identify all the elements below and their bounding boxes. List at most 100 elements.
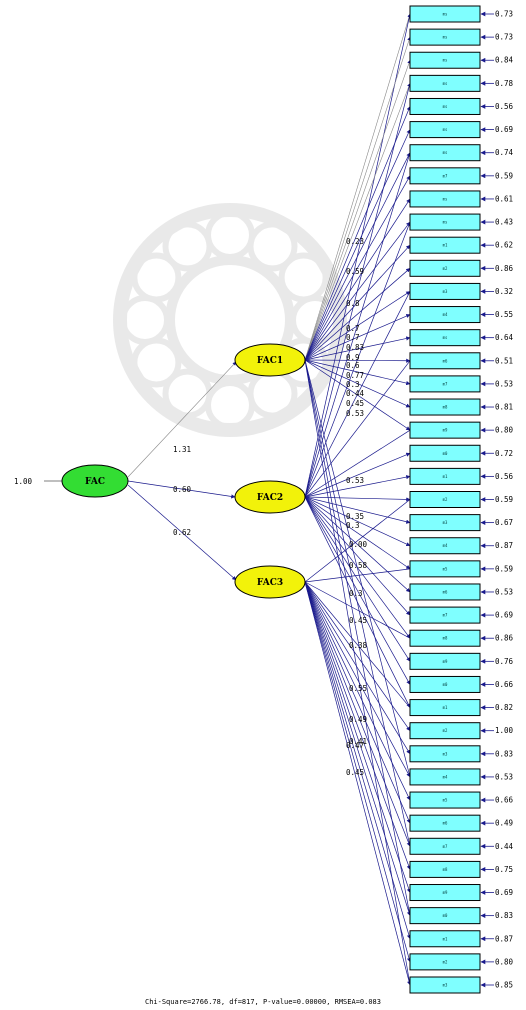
- observed-box: [409, 236, 481, 254]
- error-variance: 0.76: [495, 657, 514, 666]
- path-coefficient: 0.53: [346, 409, 364, 418]
- path-coefficient: 0.3: [346, 380, 360, 389]
- observed-box: [409, 51, 481, 69]
- observed-box: [409, 74, 481, 92]
- path-coefficient: 0.47: [346, 741, 364, 750]
- path-coefficient: 0.3: [346, 521, 360, 530]
- error-variance: 0.49: [495, 819, 513, 828]
- path-coefficient: 0.77: [346, 371, 364, 380]
- error-variance: 0.32: [495, 287, 513, 296]
- error-variance: 0.62: [495, 241, 513, 250]
- loading-label-fac2: 0.60: [173, 485, 192, 494]
- loading-path: [304, 291, 411, 361]
- loading-path: [304, 359, 411, 431]
- path-coefficient: 0.58: [349, 561, 368, 570]
- observed-box: [409, 121, 481, 139]
- observed-box: [409, 560, 481, 578]
- watermark-logo: [113, 203, 347, 437]
- loading-label-fac1: 1.31: [173, 445, 191, 454]
- observed-box: [409, 259, 481, 277]
- factor-node-fac2[interactable]: FAC2: [234, 480, 306, 514]
- observed-label: m2: [443, 728, 448, 733]
- factor-node-fac1[interactable]: FAC1: [234, 343, 306, 377]
- observed-box: [409, 976, 481, 994]
- path-coefficient: 0.9: [346, 353, 360, 362]
- observed-box: [409, 745, 481, 763]
- higher-factor-node[interactable]: FAC: [61, 464, 129, 498]
- error-variance: 0.80: [495, 426, 514, 435]
- factor-label: FAC1: [257, 356, 283, 366]
- observed-label: m1: [443, 936, 448, 941]
- path-coefficient: 0.38: [349, 641, 368, 650]
- second-order-path: [127, 361, 237, 478]
- observed-box: [409, 652, 481, 670]
- observed-box: [409, 28, 481, 46]
- fit-statistics: Chi-Square=2766.78, df=817, P-value=0.00…: [144, 998, 381, 1006]
- second-order-path: [127, 484, 237, 581]
- loading-path: [304, 581, 411, 755]
- loading-path: [304, 359, 411, 386]
- loading-path: [304, 496, 411, 685]
- factor-node-fac3[interactable]: FAC3: [234, 565, 306, 599]
- observed-variable[interactable]: m1 0.62: [409, 236, 513, 254]
- observed-label: m1: [443, 243, 448, 248]
- observed-box: [409, 860, 481, 878]
- observed-variable[interactable]: m1 0.87: [409, 930, 513, 948]
- error-variance: 0.87: [495, 934, 513, 943]
- observed-label: m5: [443, 798, 448, 803]
- error-variance: 0.59: [495, 171, 513, 180]
- loading-path: [304, 581, 411, 847]
- observed-label: m3: [443, 983, 448, 988]
- loading-path: [304, 581, 412, 963]
- loading-path: [304, 13, 411, 361]
- observed-box: [409, 699, 481, 717]
- loading-path: [304, 452, 411, 498]
- error-variance: 0.61: [495, 194, 513, 203]
- observed-box: [409, 306, 481, 324]
- error-variance: 0.74: [495, 148, 514, 157]
